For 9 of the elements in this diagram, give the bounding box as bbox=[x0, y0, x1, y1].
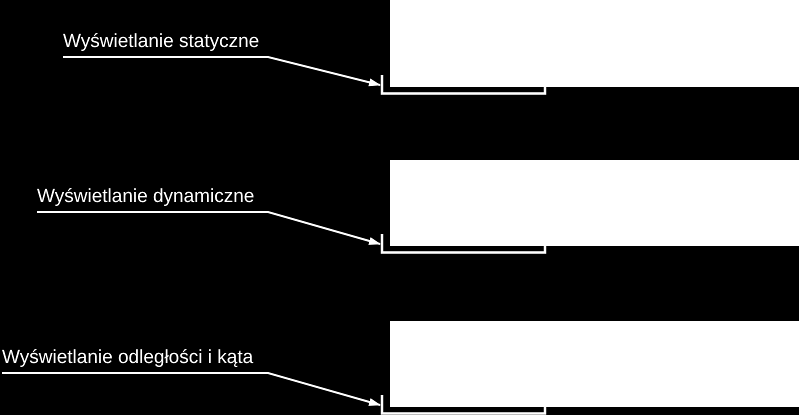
display-panel bbox=[380, 321, 799, 415]
callout-label: Wyświetlanie dynamiczne bbox=[37, 185, 254, 209]
leader-line bbox=[2, 372, 381, 406]
display-panel bbox=[380, 0, 799, 95]
leader-line bbox=[37, 211, 381, 245]
callout-label: Wyświetlanie statyczne bbox=[63, 30, 260, 54]
callout-label: Wyświetlanie odległości i kąta bbox=[2, 346, 254, 370]
display-panel bbox=[380, 160, 799, 254]
leader-line bbox=[63, 56, 381, 86]
